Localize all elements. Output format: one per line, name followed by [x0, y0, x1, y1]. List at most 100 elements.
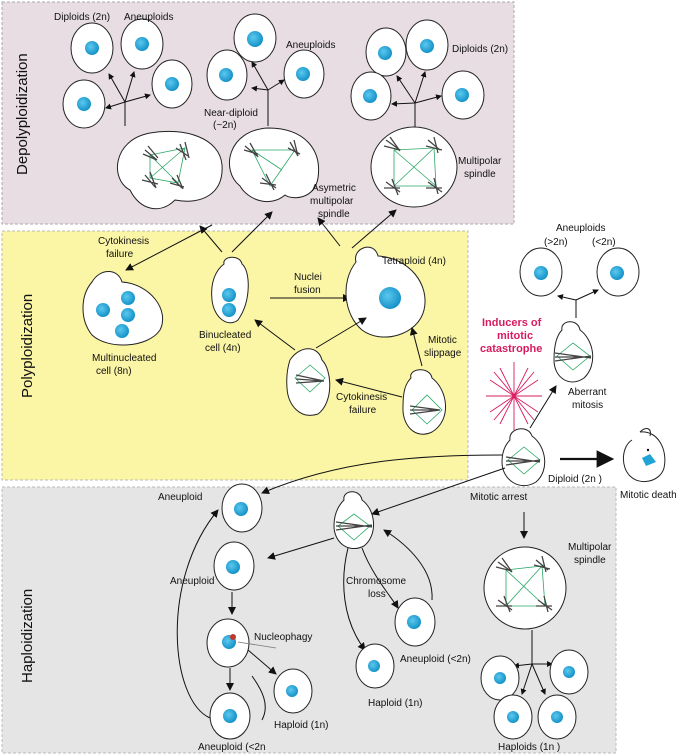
haploid-cell	[480, 655, 520, 701]
aneuploid-cell	[221, 483, 263, 533]
split-arrows	[391, 71, 442, 128]
arrow-binucleated-to-depoly	[199, 225, 223, 253]
diploid-cell	[350, 71, 392, 121]
label-inducers-catastrophe: catastrophe	[480, 343, 542, 355]
label-cytokinesis-failure-b: Cytokinesis	[336, 392, 387, 403]
label-nuclei-fusion-2: fusion	[294, 285, 321, 296]
arrow-binucleated-to-asym	[231, 211, 273, 253]
arrow-loop-nucleophagy	[251, 675, 266, 721]
aneuploid-cell	[233, 13, 277, 63]
label-haploid-a: Haploid (1n)	[274, 720, 328, 731]
label-asym-spindle: spindle	[318, 209, 350, 220]
tetraploid-cell	[345, 246, 426, 338]
label-mitotic-arrest: Mitotic arrest	[470, 492, 527, 503]
label-nucleophagy: Nucleophagy	[254, 632, 312, 643]
multipolar-spindle-cell-haplo	[483, 546, 567, 630]
label-lt2n: (<2n)	[592, 237, 616, 248]
arrow-chromosome-loss-b	[361, 547, 399, 609]
haploid-cell	[537, 694, 577, 740]
aneuploid-cell	[519, 247, 563, 297]
arrow-aneuploid-back	[383, 529, 433, 601]
multinucleated-cell	[82, 271, 164, 346]
arrow-tetraploid-to-multipolar	[351, 209, 397, 249]
aneuploid-cell	[209, 692, 251, 740]
polyploid-cell	[117, 130, 223, 210]
arrow-diploid-to-aneuploid	[261, 454, 503, 494]
aneuploid-cell	[120, 18, 164, 70]
label-aberrant-mitosis: mitosis	[572, 400, 603, 411]
arrow-mitotic-to-tetraploid	[315, 317, 367, 349]
split-arrows	[105, 71, 151, 126]
arrow-chromosome-loss	[343, 547, 366, 651]
diploid-cell	[365, 27, 407, 77]
label-haploids: Haploids (1n )	[498, 742, 560, 753]
label-aneuploids: Aneuploids	[124, 12, 173, 23]
aneuploid-cell	[283, 49, 325, 99]
haploid-cell	[549, 649, 589, 695]
arrow-tetraploid-to-asym	[317, 217, 341, 247]
arrow-to-haploid-a	[247, 649, 277, 675]
label-aneuploids-right: Aneuploids	[556, 223, 605, 234]
nucleophagy-pointer	[237, 641, 277, 649]
label-binucleated: Binucleated	[199, 330, 251, 341]
label-chromosome: Chromosome	[346, 576, 406, 587]
label-mitotic-slippage-2: slippage	[424, 348, 462, 359]
label-cytokinesis-failure-2: failure	[106, 249, 134, 260]
split-arrows	[251, 61, 285, 126]
arrow-cytokinesis-failure-2	[335, 377, 403, 398]
diploid-cell	[441, 70, 485, 120]
arrow-loop-to-aneuploid	[176, 509, 219, 719]
arrow-binucleated-to-cytokinesis	[125, 224, 213, 271]
label-diploid-center: Diploid (2n )	[548, 474, 602, 485]
aneuploid-cell	[394, 597, 436, 647]
section-title-haploidization: Haploidization	[19, 589, 36, 683]
diploid-center-cell	[501, 428, 546, 487]
diploid-cell	[70, 22, 114, 74]
label-inducers: Inducers of	[482, 317, 542, 329]
arrow-to-aberrant	[529, 385, 557, 429]
label-multipolar-haplo: Multipolar	[568, 542, 612, 553]
binucleated-cell	[211, 256, 249, 324]
haploid-cell	[493, 694, 533, 740]
label-gt2n: (>2n)	[544, 237, 568, 248]
aneuploid-cell	[151, 59, 193, 109]
diploid-cell	[62, 79, 106, 129]
label-asymetric: Asymetric	[312, 183, 356, 194]
label-chromosome-loss: loss	[368, 589, 386, 600]
label-inducers-mitotic: mitotic	[497, 330, 533, 342]
label-cytokinesis-failure-b2: failure	[349, 405, 377, 416]
label-multinucleated-8n: cell (8n)	[96, 366, 132, 377]
label-nuclei-fusion: Nuclei	[294, 272, 322, 283]
label-haploid-b: Haploid (1n)	[368, 698, 422, 709]
mitotic-cell-haplo	[333, 491, 374, 549]
dead-cell	[623, 428, 666, 483]
label-aneuploid-lt2n-b: Aneuploid (<2n)	[400, 654, 471, 665]
label-mitotic-slippage: Mitotic	[428, 335, 457, 346]
split-arrows	[513, 630, 553, 695]
haploid-cell	[355, 643, 395, 689]
mitotic-cell	[286, 348, 331, 416]
label-multipolar-spindle: spindle	[464, 169, 496, 180]
aneuploid-cell	[213, 541, 255, 591]
nucleophagy-cell	[206, 618, 250, 668]
section-title-polyploidization: Polyploidization	[19, 294, 36, 398]
label-aneuploid-mid: Aneuploid	[170, 576, 214, 587]
catastrophe-burst	[486, 362, 542, 430]
label-asym-multipolar: multipolar	[310, 196, 354, 207]
section-title-depolyploidization: Depolyploidization	[14, 53, 31, 175]
split-arrows	[557, 289, 599, 318]
arrow-mitotic-to-binucleated	[254, 319, 296, 351]
label-diploids-2n-b: Diploids (2n)	[452, 44, 508, 55]
aneuploid-cell	[596, 247, 640, 297]
label-tetraploid: Tetraploid (4n)	[382, 256, 446, 267]
haploid-cell	[273, 668, 313, 714]
label-diploids-2n: Diploids (2n)	[54, 12, 110, 23]
arrow-slippage	[409, 327, 423, 367]
slippage-cell	[402, 369, 446, 435]
label-multipolar-spindle-haplo: spindle	[574, 555, 606, 566]
label-near-diploid-value: (~2n)	[213, 120, 237, 131]
label-near-diploid: Near-diploid	[204, 108, 258, 119]
arrow-to-aneuploid-mid	[267, 537, 335, 560]
label-binucleated-4n: cell (4n)	[205, 343, 241, 354]
arrow-diploid-to-haplo-cell	[371, 467, 506, 516]
